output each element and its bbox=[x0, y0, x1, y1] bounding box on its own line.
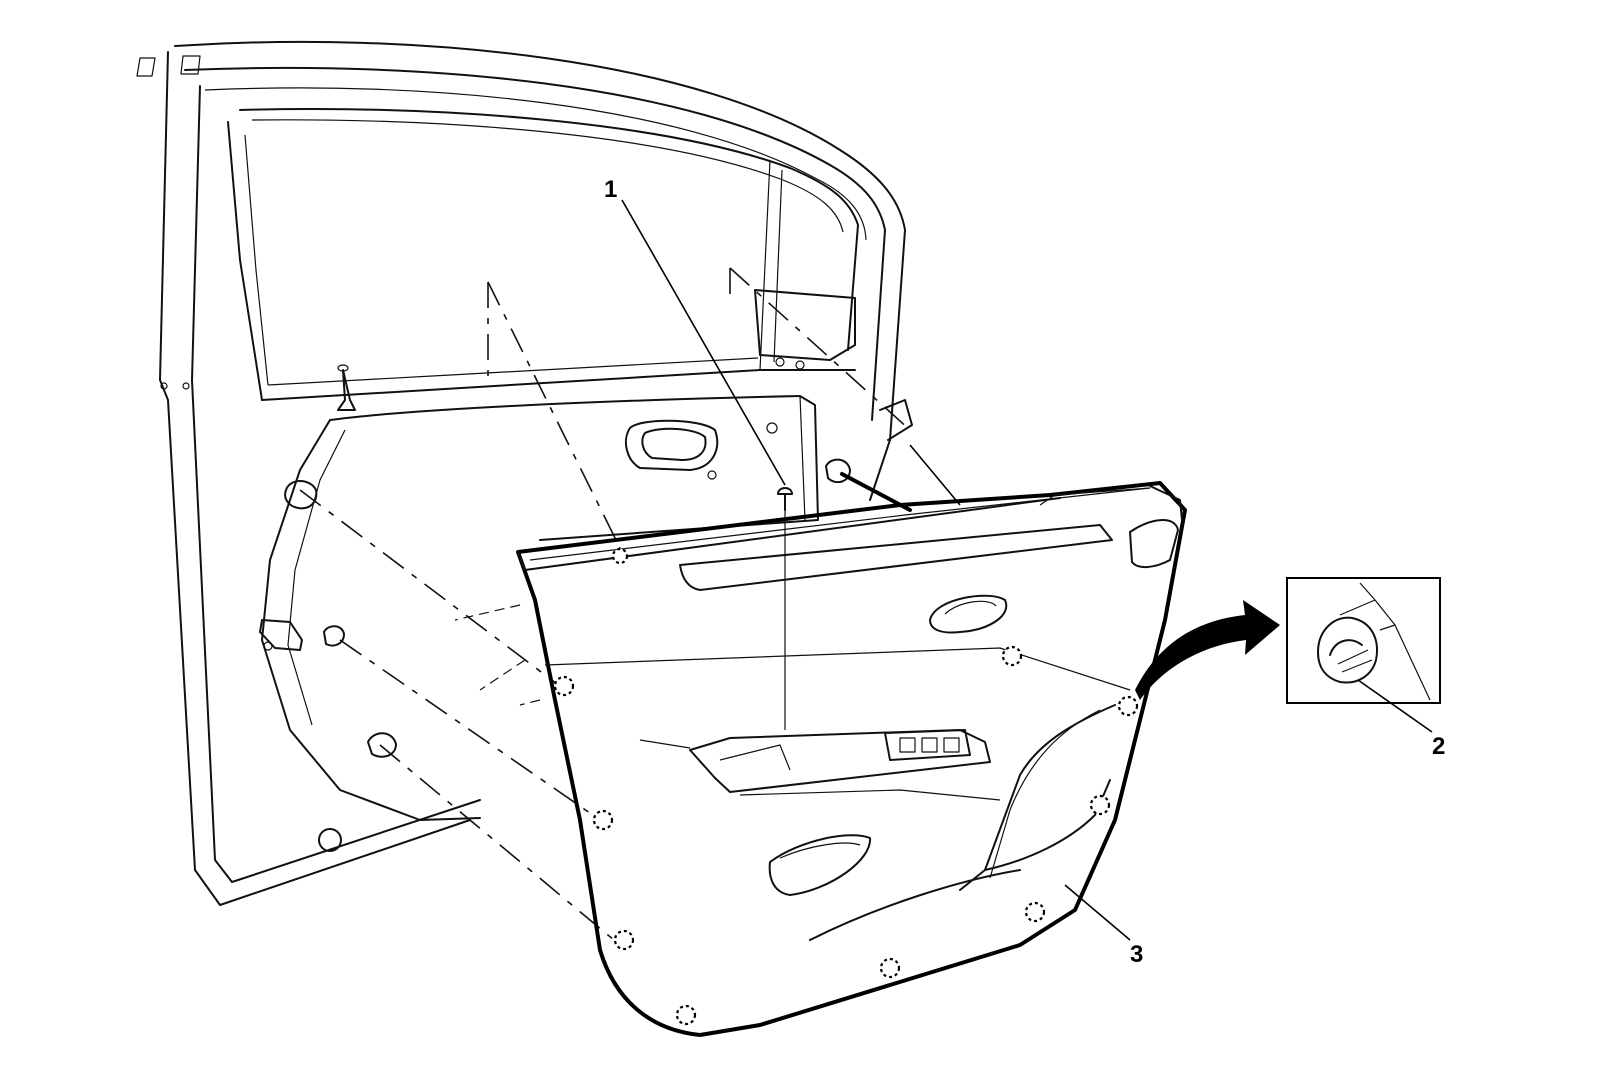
callout-3: 3 bbox=[1130, 941, 1143, 968]
trim-screw bbox=[777, 487, 793, 730]
leader-line-1 bbox=[621, 199, 786, 486]
callout-2: 2 bbox=[1432, 733, 1445, 760]
retainer-location bbox=[592, 809, 614, 831]
retainer-location bbox=[613, 929, 635, 951]
retainer-location bbox=[1117, 695, 1139, 717]
retainer-location bbox=[1024, 901, 1046, 923]
retainer-location bbox=[1089, 794, 1111, 816]
callout-1: 1 bbox=[604, 176, 617, 203]
retainer-location bbox=[611, 547, 629, 565]
retainer-location bbox=[675, 1004, 697, 1026]
hinge-bracket bbox=[160, 382, 303, 651]
alignment-lines bbox=[299, 267, 961, 946]
leader-line-3 bbox=[1064, 884, 1131, 941]
retainer-location bbox=[879, 957, 901, 979]
retainer-location bbox=[553, 675, 575, 697]
window-switch bbox=[884, 729, 971, 761]
window-regulator-bracket bbox=[754, 289, 913, 441]
trim-retainer-locations bbox=[553, 547, 1139, 1026]
window-channel bbox=[227, 108, 859, 401]
door-trim-panel bbox=[516, 481, 1187, 1037]
detail-arrow bbox=[1135, 600, 1280, 700]
inner-door-panel bbox=[261, 364, 819, 821]
door-handle-pocket bbox=[624, 419, 778, 480]
door-frame bbox=[136, 40, 906, 906]
retainer-detail-view bbox=[1286, 577, 1441, 733]
door-holes bbox=[284, 458, 851, 852]
retainer-location bbox=[1001, 645, 1023, 667]
